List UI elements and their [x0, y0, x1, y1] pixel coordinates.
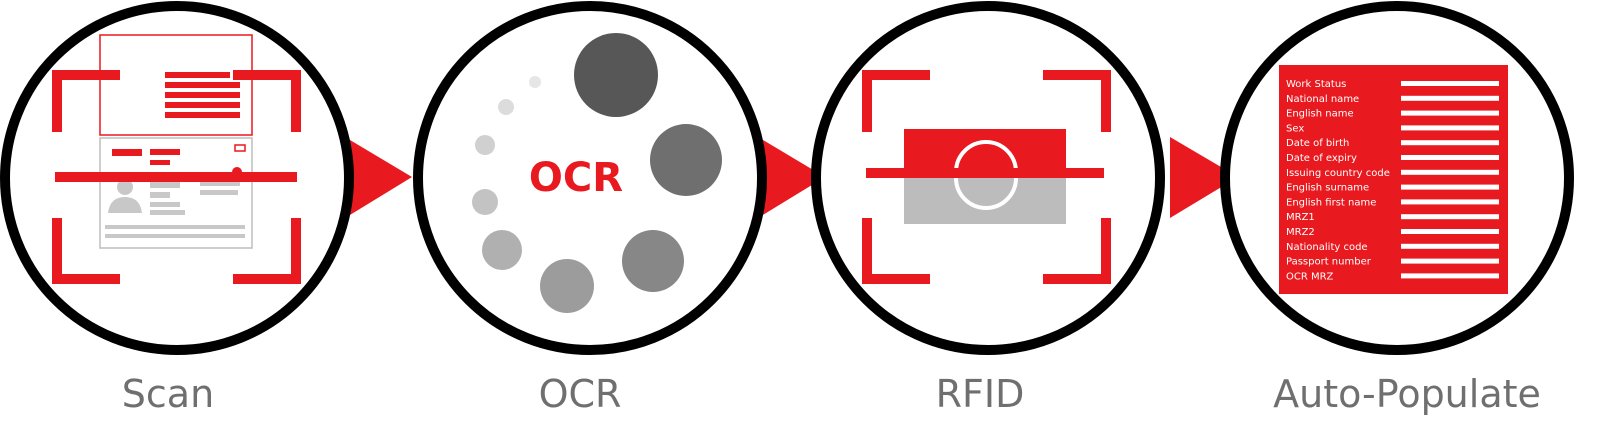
- scan-step: [0, 1, 354, 355]
- scan-document-icon: [99, 34, 253, 249]
- form-field-value-bar: [1401, 258, 1499, 264]
- ocr-step: OCR: [413, 1, 767, 355]
- scan-frame-brackets: [52, 70, 301, 284]
- step-label-scan: Scan: [121, 372, 215, 416]
- form-field-label: English first name: [1286, 197, 1376, 208]
- form-field-value-bar: [1401, 140, 1499, 146]
- rfid-chip-icon: [904, 129, 1066, 224]
- form-field-label: National name: [1286, 94, 1359, 105]
- form-field-label: Sex: [1286, 123, 1304, 134]
- arrow-scan-to-ocr: [345, 137, 412, 218]
- form-field-label: Date of expiry: [1286, 153, 1357, 164]
- form-field-label: Work Status: [1286, 79, 1346, 90]
- ocr-icon-text: OCR: [529, 155, 623, 201]
- form-field-label: OCR MRZ: [1286, 271, 1334, 282]
- form-field-value-bar: [1401, 214, 1499, 220]
- step-label-ocr: OCR: [538, 372, 622, 416]
- form-field-label: Issuing country code: [1286, 168, 1390, 179]
- form-field-label: English name: [1286, 109, 1354, 120]
- form-field-value-bar: [1401, 155, 1499, 160]
- form-field-value-bar: [1401, 229, 1499, 234]
- step-label-rfid: RFID: [935, 372, 1025, 416]
- form-field-label: Date of birth: [1286, 138, 1349, 149]
- form-field-value-bar: [1401, 110, 1499, 116]
- form-field-value-bar: [1401, 243, 1499, 249]
- form-field-label: Nationality code: [1286, 242, 1368, 253]
- form-field-value-bar: [1401, 169, 1499, 175]
- form-field-value-bar: [1401, 125, 1499, 131]
- scan-line: [55, 172, 297, 182]
- rfid-scan-line: [866, 168, 1104, 178]
- autopopulate-form-panel: [1279, 65, 1508, 294]
- form-field-value-bar: [1401, 273, 1499, 279]
- loading-spinner-icon: [472, 33, 722, 313]
- form-field-label: English surname: [1286, 183, 1369, 194]
- form-field-value-bar: [1401, 95, 1499, 101]
- form-field-value-bar: [1401, 184, 1499, 190]
- form-field-label: MRZ1: [1286, 212, 1315, 223]
- arrow-ocr-to-rfid: [758, 137, 825, 218]
- form-field-value-bar: [1401, 81, 1499, 86]
- arrow-rfid-to-autopopulate: [1170, 137, 1238, 218]
- form-field-label: Passport number: [1286, 257, 1372, 268]
- rfid-step: [811, 1, 1165, 355]
- rfid-frame-brackets: [862, 70, 1111, 284]
- form-field-label: MRZ2: [1286, 227, 1315, 238]
- form-field-value-bar: [1401, 199, 1499, 205]
- step-label-autopopulate: Auto-Populate: [1273, 372, 1541, 416]
